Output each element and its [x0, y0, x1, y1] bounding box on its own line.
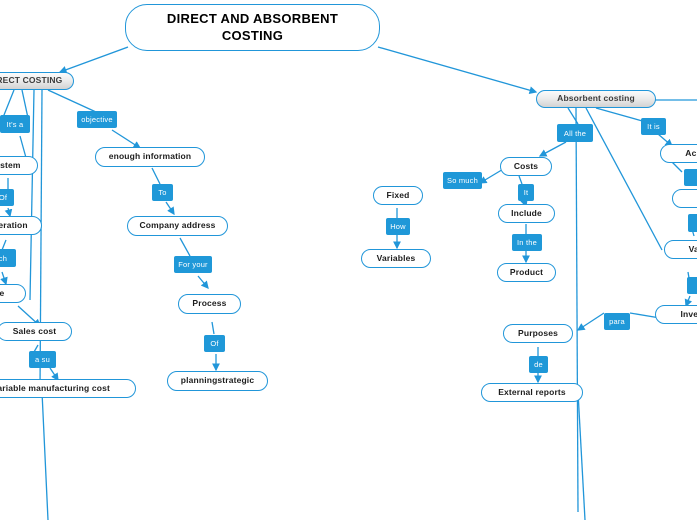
node-enough-information[interactable]: enough information — [95, 147, 205, 167]
link-label-so-much[interactable]: So much — [443, 172, 482, 189]
link-label-para-text: para — [609, 317, 625, 326]
node-include-label: Include — [511, 207, 542, 218]
node-direct-costing[interactable]: DIRECT COSTING — [0, 72, 74, 90]
link-label-right-3[interactable] — [687, 277, 697, 294]
node-variables-label: Variables — [376, 252, 416, 263]
node-process[interactable]: Process — [178, 294, 241, 314]
node-system-label: System — [0, 159, 21, 170]
link-label-de-text: de — [534, 360, 543, 369]
link-label-which[interactable]: which — [0, 249, 16, 267]
link-label-de[interactable]: de — [529, 356, 548, 373]
node-process-label: Process — [192, 298, 227, 309]
node-sales-cost-label: Sales cost — [12, 325, 57, 336]
node-value-label: Val — [688, 243, 697, 254]
link-label-it-text: It — [523, 188, 529, 197]
link-label-of-2-text: Of — [210, 339, 219, 348]
node-acknowledge[interactable]: Ackn — [660, 144, 697, 163]
link-label-right-2[interactable] — [688, 214, 697, 232]
node-method[interactable]: Me — [672, 189, 697, 208]
link-label-all-the-text: All the — [563, 128, 587, 138]
link-label-for-your[interactable]: For your — [174, 256, 212, 273]
root-node-title[interactable]: DIRECT AND ABSORBENT COSTING — [125, 4, 380, 51]
link-label-how-text: How — [390, 222, 406, 231]
node-inventory-label: Inven — [680, 308, 697, 319]
node-rate[interactable]: ate — [0, 284, 26, 303]
link-label-of-1[interactable]: Of — [0, 189, 14, 206]
node-value[interactable]: Val — [664, 240, 697, 259]
node-company-address-label: Company address — [139, 220, 216, 231]
link-label-objective-text: objective — [81, 115, 113, 124]
node-rate-label: ate — [0, 287, 5, 298]
link-label-it-is-text: It is — [647, 122, 660, 131]
node-sales-cost[interactable]: Sales cost — [0, 322, 72, 341]
link-label-for-your-text: For your — [178, 260, 208, 269]
node-operation[interactable]: Operation — [0, 216, 42, 235]
node-variables[interactable]: Variables — [361, 249, 431, 268]
link-label-of-1-text: Of — [0, 193, 8, 202]
node-company-address[interactable]: Company address — [127, 216, 228, 236]
link-label-its-a-text: It's a — [6, 119, 24, 129]
link-label-it-is[interactable]: It is — [641, 118, 666, 135]
link-label-so-much-text: So much — [447, 176, 478, 185]
link-label-right-1[interactable] — [684, 169, 697, 186]
node-product-label: Product — [509, 266, 544, 277]
node-planningstrategic-label: planningstrategic — [180, 375, 255, 386]
link-label-how[interactable]: How — [386, 218, 410, 235]
node-planningstrategic[interactable]: planningstrategic — [167, 371, 268, 391]
node-variable-manufacturing-cost-label: Variable manufacturing cost — [0, 382, 110, 393]
node-include[interactable]: Include — [498, 204, 555, 223]
node-external-reports[interactable]: External reports — [481, 383, 583, 402]
node-absorbent-costing[interactable]: Absorbent costing — [536, 90, 656, 108]
node-enough-information-label: enough information — [108, 151, 192, 162]
node-fixed[interactable]: Fixed — [373, 186, 423, 205]
link-label-to-text: To — [158, 188, 167, 197]
link-label-para[interactable]: para — [604, 313, 630, 330]
link-label-objective[interactable]: objective — [77, 111, 117, 128]
node-costs[interactable]: Costs — [500, 157, 552, 176]
node-acknowledge-label: Ackn — [685, 147, 697, 158]
node-direct-costing-label: DIRECT COSTING — [0, 75, 63, 86]
node-external-reports-label: External reports — [498, 386, 566, 397]
node-variable-manufacturing-cost[interactable]: Variable manufacturing cost — [0, 379, 136, 398]
node-absorbent-costing-label: Absorbent costing — [557, 93, 635, 104]
link-label-a-su-text: a su — [35, 355, 50, 364]
link-label-it[interactable]: It — [518, 184, 534, 201]
node-fixed-label: Fixed — [386, 189, 410, 200]
link-label-all-the[interactable]: All the — [557, 124, 593, 142]
node-product[interactable]: Product — [497, 263, 556, 282]
node-operation-label: Operation — [0, 219, 28, 230]
node-inventory[interactable]: Inven — [655, 305, 697, 324]
node-costs-label: Costs — [513, 160, 539, 171]
link-label-a-su[interactable]: a su — [29, 351, 56, 368]
link-label-in-the-text: In the — [517, 238, 537, 247]
node-purposes[interactable]: Purposes — [503, 324, 573, 343]
link-label-its-a[interactable]: It's a — [0, 115, 30, 133]
link-label-which-text: which — [0, 253, 8, 263]
root-node-label: DIRECT AND ABSORBENT COSTING — [166, 11, 339, 43]
link-label-to[interactable]: To — [152, 184, 173, 201]
link-label-of-2[interactable]: Of — [204, 335, 225, 352]
link-label-in-the[interactable]: In the — [512, 234, 542, 251]
node-purposes-label: Purposes — [518, 327, 558, 338]
node-system[interactable]: System — [0, 156, 38, 175]
